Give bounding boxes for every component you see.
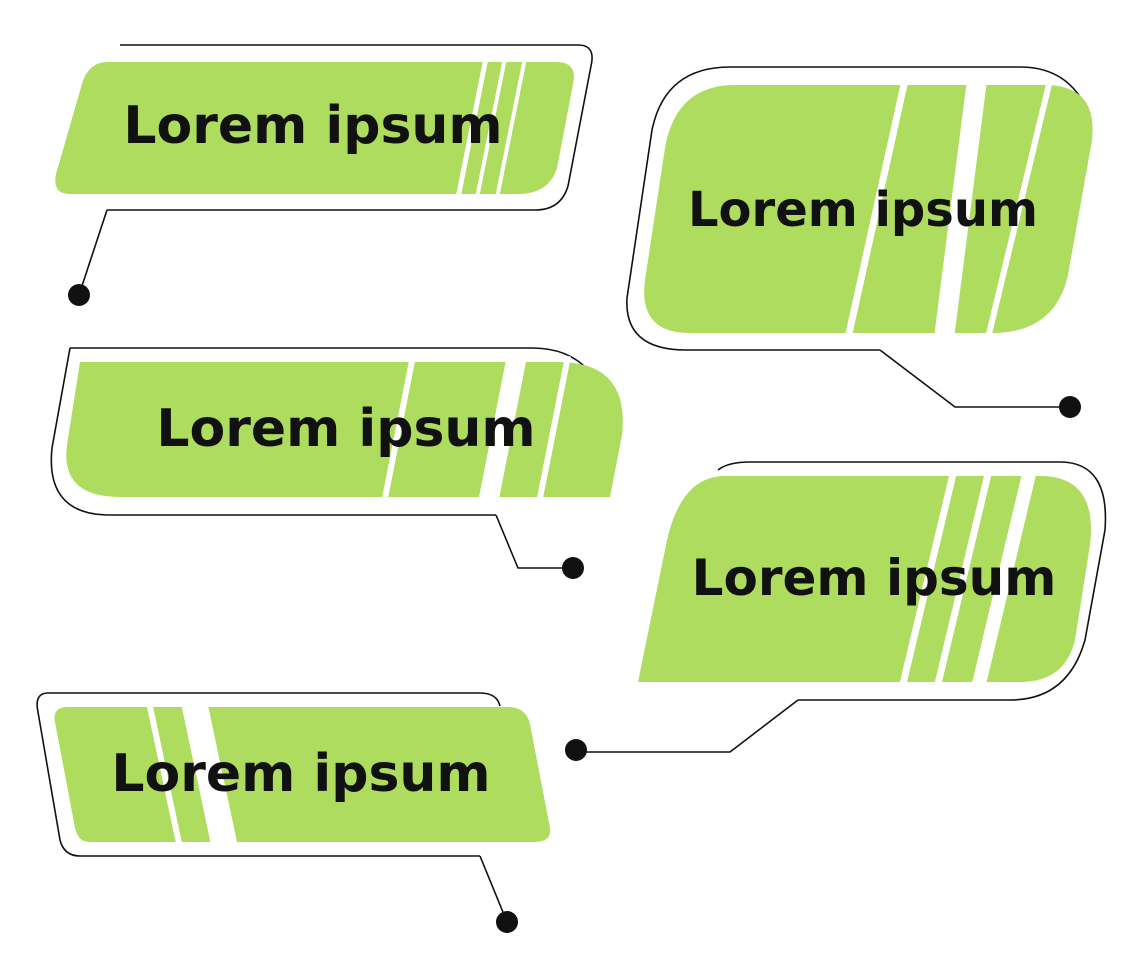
- callout-5-outline: [36, 692, 501, 857]
- callout-3-label: Lorem ipsum: [156, 399, 535, 459]
- callout-1-dot: [68, 284, 90, 306]
- callout-4-outline: [717, 461, 1107, 701]
- callout-5-dot: [496, 911, 518, 933]
- callout-1-leader-line: [78, 209, 108, 296]
- callout-4: Lorem ipsum: [565, 461, 1107, 761]
- callout-5: Lorem ipsum: [36, 692, 551, 933]
- callout-4-label: Lorem ipsum: [692, 549, 1057, 607]
- callout-1: Lorem ipsum: [55, 44, 593, 306]
- callout-4-stripes: [898, 468, 1037, 690]
- callout-2-dot: [1059, 396, 1081, 418]
- callout-1-outline: [107, 44, 593, 211]
- callout-3-dot: [562, 557, 584, 579]
- callout-1-label: Lorem ipsum: [123, 96, 502, 156]
- callout-2: Lorem ipsum: [626, 66, 1093, 418]
- callout-1-stripes: [455, 57, 527, 199]
- callout-2-outline: [626, 66, 1083, 351]
- callout-5-leader-line: [479, 855, 508, 923]
- callout-3: Lorem ipsum: [50, 347, 623, 579]
- callout-2-fill: [644, 85, 1093, 333]
- callout-2-leader-line: [879, 349, 1070, 408]
- callout-5-label: Lorem ipsum: [111, 744, 490, 804]
- callout-5-fill: [54, 707, 551, 842]
- callout-3-stripes: [381, 354, 571, 505]
- callout-2-stripes: [844, 78, 1053, 340]
- callout-3-fill: [66, 362, 623, 497]
- callout-4-leader-line: [576, 699, 799, 753]
- callout-2-label: Lorem ipsum: [688, 182, 1038, 238]
- callout-3-leader-line: [495, 514, 573, 569]
- callout-1-fill: [55, 62, 574, 194]
- callout-5-stripes: [146, 699, 238, 851]
- callout-4-dot: [565, 739, 587, 761]
